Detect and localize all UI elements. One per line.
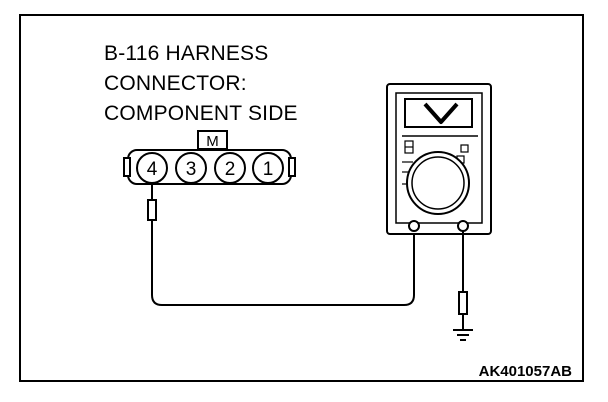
- connector-latch-left: [123, 157, 131, 177]
- multimeter: [386, 83, 492, 235]
- meter-jack-common: [457, 220, 469, 232]
- connector-title-line-2: CONNECTOR:: [104, 72, 247, 95]
- pin-label-2: 2: [225, 159, 236, 180]
- pin-label-1: 1: [263, 159, 274, 180]
- connector-key-label: M: [206, 133, 219, 150]
- connector-title-line-3: COMPONENT SIDE: [104, 102, 298, 125]
- meter-dial-inner: [411, 156, 465, 210]
- connector-pin-1: [252, 152, 284, 184]
- connector-title-line-1: B-116 HARNESS: [104, 42, 269, 65]
- pin-label-3: 3: [186, 159, 197, 180]
- meter-display: [404, 98, 473, 128]
- harness-connector: M 4 3 2 1: [123, 130, 296, 185]
- meter-indicator-top: [460, 144, 469, 153]
- connector-pin-3: [175, 152, 207, 184]
- probe-tip: [147, 199, 157, 221]
- meter-jack-positive: [408, 220, 420, 232]
- ground-probe-tip: [458, 291, 468, 315]
- connector-pin-2: [214, 152, 246, 184]
- diagram-frame: [19, 14, 584, 382]
- ground-icon: [453, 329, 473, 341]
- connector-latch-right: [288, 157, 296, 177]
- pin-label-4: 4: [147, 159, 158, 180]
- test-lead-wire: [151, 228, 415, 306]
- probe-ground: [458, 231, 468, 330]
- figure-reference-code: AK401057AB: [474, 364, 576, 380]
- probe-left: [147, 183, 157, 230]
- meter-display-symbol: [423, 102, 459, 124]
